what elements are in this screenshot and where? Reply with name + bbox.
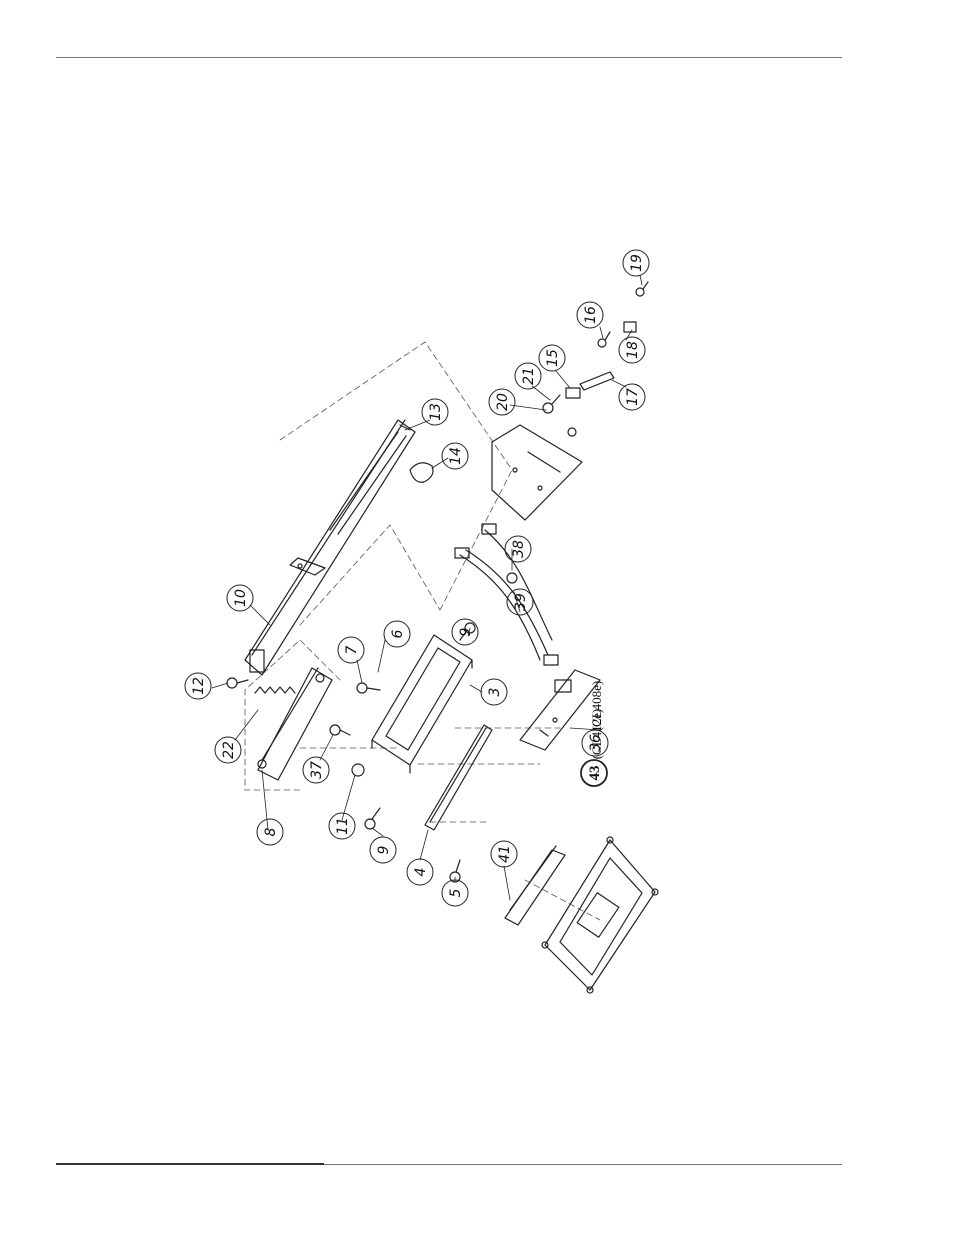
callout-38: 38 [511,540,527,558]
callout-circles [184,249,650,907]
callout-15: 15 [545,349,561,367]
part-41-connector [504,845,566,926]
callout-22: 22 [221,741,237,759]
callout-17: 17 [625,388,641,406]
part-8-plate [257,667,333,781]
callout-10: 10 [233,589,249,607]
callout-8: 8 [263,827,279,836]
bottom-rule [56,1164,842,1165]
part-13-rod [329,424,411,535]
small-fasteners [329,281,649,883]
part-14-clip [409,462,434,483]
callout-21: 21 [521,367,537,385]
callout-37: 37 [309,761,325,779]
base-frame [541,836,659,994]
callout-5: 5 [448,888,464,897]
callout-9-lower: 9 [376,845,392,854]
callout-11: 11 [335,817,351,835]
part-12-screw [226,677,249,689]
part-36-board [519,669,601,751]
part-3-frame [371,634,473,774]
callout-13: 13 [428,403,444,421]
callout-12: 12 [191,677,207,695]
part-17-strap [579,371,615,391]
mount-plate [491,424,583,521]
callout-18: 18 [625,341,641,359]
model-note-cl408e: (CL408e) [589,681,604,732]
callout-16: 16 [583,306,599,324]
callout-19: 19 [629,254,645,272]
callout-43: 43 [587,766,603,781]
callout-36: 36 [588,734,604,752]
callout-6: 6 [390,629,406,638]
callout-14: 14 [448,447,464,465]
assembly-guide-lines [244,341,601,921]
callout-3: 3 [487,688,503,697]
leader-lines [211,274,643,901]
callout-4: 4 [413,868,429,877]
callout-9-upper: 9 [458,627,474,636]
bottom-rule-heavy [56,1163,324,1165]
part-22-spring [254,686,296,694]
part-4-bar [424,724,493,831]
callout-7: 7 [344,645,360,654]
callout-39: 39 [513,593,529,611]
top-rule [56,57,842,58]
callout-41: 41 [497,845,513,863]
model-note-cl412e: (CL412e) [589,709,604,760]
callout-20: 20 [495,393,511,411]
